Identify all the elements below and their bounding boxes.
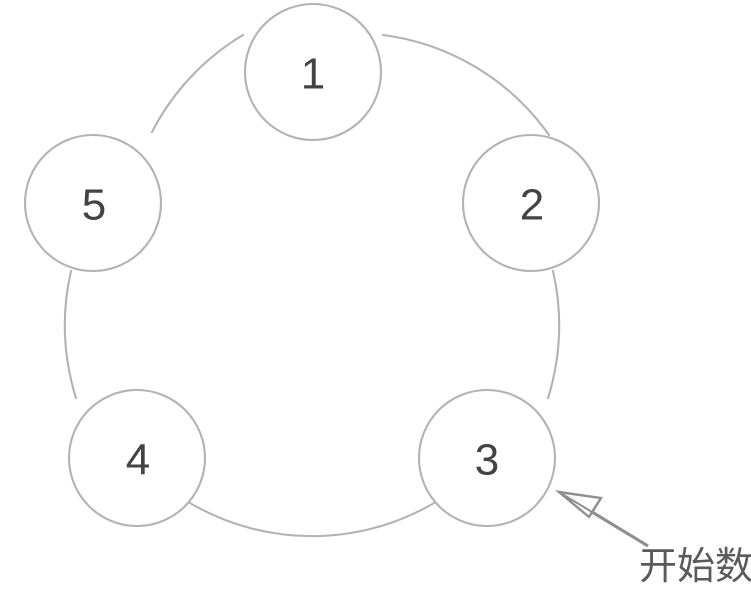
node-5-label: 5	[82, 181, 106, 230]
edge-1-to-2	[381, 33, 551, 137]
node-1-label: 1	[301, 50, 325, 99]
node-5-circle[interactable]	[23, 133, 163, 273]
edge-3-to-4	[188, 501, 436, 538]
node-3[interactable]: 3	[417, 388, 557, 528]
node-3-circle[interactable]	[417, 388, 557, 528]
arrow-head-crease	[558, 491, 593, 513]
node-4[interactable]: 4	[67, 388, 207, 528]
arrow-shaft	[591, 510, 649, 548]
ring-edges	[63, 33, 561, 538]
start-annotation-label: 开始数	[639, 544, 751, 588]
edge-2-to-3	[546, 269, 561, 400]
node-3-label: 3	[475, 436, 499, 485]
node-1[interactable]: 1	[243, 2, 383, 142]
node-4-label: 4	[126, 436, 150, 485]
node-5[interactable]: 5	[23, 133, 163, 273]
node-2-circle[interactable]	[461, 133, 601, 273]
node-2-label: 2	[520, 181, 544, 230]
edge-4-to-5	[63, 269, 78, 400]
node-4-circle[interactable]	[67, 388, 207, 528]
edge-5-to-1	[150, 33, 245, 134]
start-annotation-arrow-icon	[554, 490, 649, 548]
node-2[interactable]: 2	[461, 133, 601, 273]
node-1-circle[interactable]	[243, 2, 383, 142]
